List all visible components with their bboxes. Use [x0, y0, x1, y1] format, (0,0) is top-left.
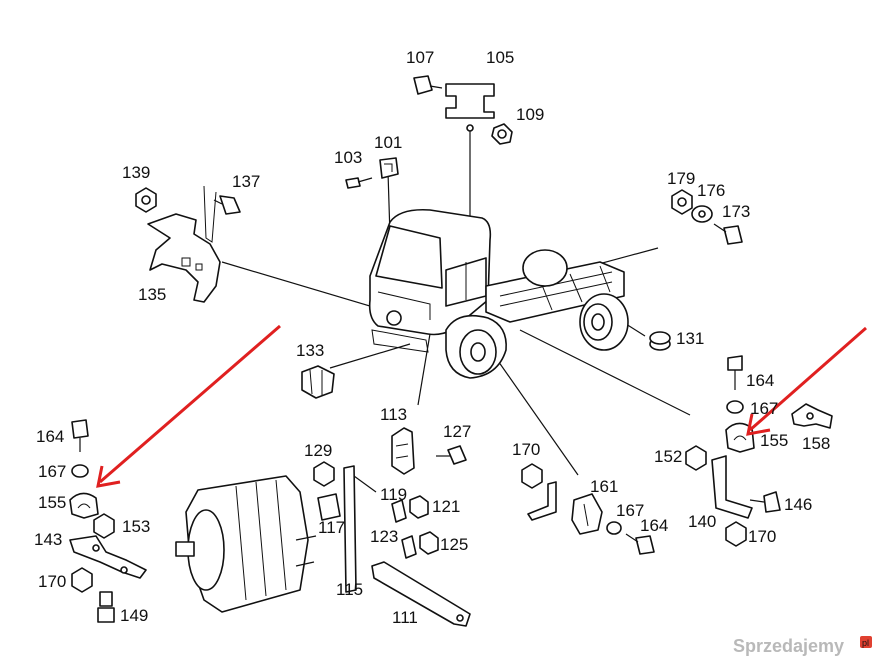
alternator-assembly: [175, 475, 317, 613]
bolt-107: [413, 75, 443, 95]
label-167-mid: 167: [616, 501, 644, 520]
label-167-right: 167: [750, 399, 778, 418]
washer-167-left: [71, 464, 89, 478]
label-170-right: 170: [748, 527, 776, 546]
bracket-161-left: [527, 481, 557, 521]
label-161: 161: [590, 477, 618, 496]
label-129: 129: [304, 441, 332, 460]
label-131: 131: [676, 329, 704, 348]
label-176: 176: [697, 181, 725, 200]
clamp-155-right: [725, 422, 755, 453]
label-152: 152: [654, 447, 682, 466]
bolt-173: [713, 223, 743, 245]
bracket-105: [445, 83, 495, 132]
label-101: 101: [374, 133, 402, 152]
label-170-left: 170: [38, 572, 66, 591]
label-143: 143: [34, 530, 62, 549]
label-140: 140: [688, 512, 716, 531]
label-164-right: 164: [746, 371, 774, 390]
clamp-161: [571, 493, 603, 535]
label-173: 173: [722, 202, 750, 221]
callout-labels: 107 105 109 101 103 139 137 135 179 176 …: [34, 48, 830, 627]
nut-139: [135, 187, 157, 213]
label-164-left: 164: [36, 427, 64, 446]
nut-170-mid: [521, 463, 543, 489]
label-155-left: 155: [38, 493, 66, 512]
screw-103: [345, 177, 373, 189]
red-arrow-left: [96, 324, 281, 488]
bar-111: [371, 561, 471, 627]
label-107: 107: [406, 48, 434, 67]
bolt-127: [436, 445, 467, 465]
bolt-137: [213, 195, 241, 215]
label-111: 111: [392, 608, 418, 627]
bracket-140: [711, 455, 753, 519]
label-119: 119: [380, 485, 407, 504]
bolt-164-mid: [625, 533, 655, 555]
sleeve-117: [317, 493, 341, 521]
label-125: 125: [440, 535, 468, 554]
bracket-113: [391, 427, 415, 475]
bushing-131: [649, 331, 671, 351]
label-127: 127: [443, 422, 471, 441]
label-155-right: 155: [760, 431, 788, 450]
nut-170-right: [725, 521, 747, 547]
nut-121: [409, 495, 429, 519]
label-139: 139: [122, 163, 150, 182]
nut-179: [671, 189, 693, 215]
washer-167-mid: [606, 521, 622, 535]
watermark-text: Sprzedajemy: [733, 636, 844, 656]
bolt-164-right: [727, 355, 743, 390]
label-121: 121: [432, 497, 460, 516]
label-146: 146: [784, 495, 812, 514]
label-109: 109: [516, 105, 544, 124]
nut-153: [93, 513, 115, 539]
washer-176: [691, 205, 713, 223]
label-105: 105: [486, 48, 514, 67]
label-117: 117: [318, 518, 345, 537]
bracket-135: [147, 185, 221, 303]
label-137: 137: [232, 172, 260, 191]
red-arrow-right: [746, 326, 867, 436]
bolt-164-left: [71, 419, 89, 452]
label-153: 153: [122, 517, 150, 536]
watermark-logo: Sprzedajemy pl: [733, 636, 872, 656]
bushing-119: [391, 499, 407, 523]
bolt-146: [749, 491, 781, 513]
bolt-149: [97, 591, 115, 623]
truck-illustration: [368, 208, 629, 379]
clamp-155-left: [69, 492, 99, 519]
washer-167-right: [726, 400, 744, 414]
strap-115: [343, 465, 377, 593]
label-123: 123: [370, 527, 398, 546]
label-115: 115: [336, 580, 363, 599]
label-164-mid: 164: [640, 516, 668, 535]
nut-152: [685, 445, 707, 471]
svg-text:pl: pl: [862, 638, 869, 648]
nut-170-left: [71, 567, 93, 593]
label-158: 158: [802, 434, 830, 453]
label-133: 133: [296, 341, 324, 360]
nut-109: [491, 123, 513, 145]
label-170-mid: 170: [512, 440, 540, 459]
label-103: 103: [334, 148, 362, 167]
bracket-143: [69, 535, 147, 579]
nut-129: [313, 461, 335, 487]
bushing-123: [401, 535, 417, 559]
label-179: 179: [667, 169, 695, 188]
label-135: 135: [138, 285, 166, 304]
clamp-158: [791, 403, 833, 429]
nut-125: [419, 531, 439, 555]
clip-101: [379, 157, 399, 179]
mount-133: [301, 365, 335, 399]
label-149: 149: [120, 606, 148, 625]
label-167-left: 167: [38, 462, 66, 481]
label-113: 113: [380, 405, 407, 424]
